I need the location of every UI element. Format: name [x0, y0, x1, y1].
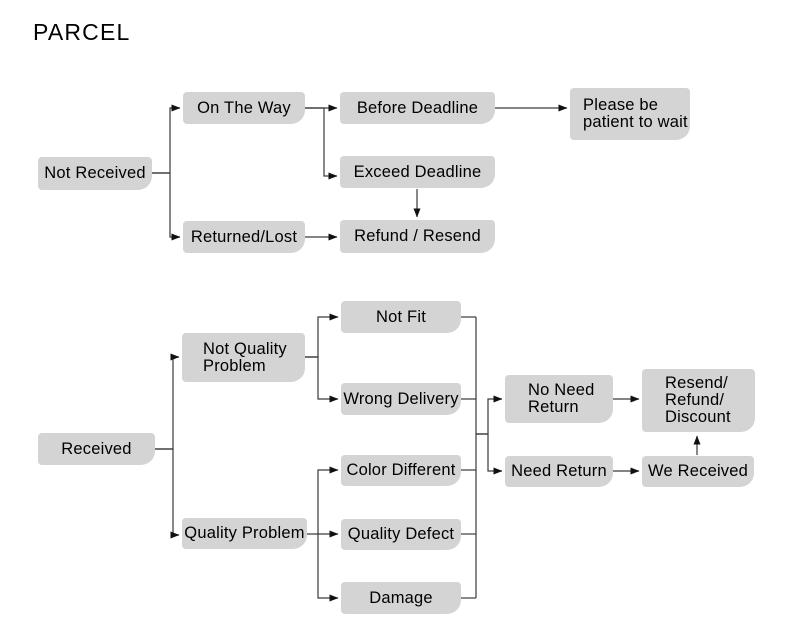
edge-qp-colordifferent — [317, 466, 339, 534]
edge-collector-noneedreturn — [476, 395, 503, 435]
node-not-fit: Not Fit — [341, 301, 461, 333]
node-before-deadline: Before Deadline — [340, 92, 495, 124]
edge-notreceived-returnedlost — [152, 172, 181, 241]
page-title: PARCEL — [33, 19, 131, 45]
node-quality-problem: Quality Problem — [182, 518, 307, 549]
node-returned-lost: Returned/Lost — [183, 221, 305, 253]
node-resend-refund-discount: Resend/ Refund/ Discount — [642, 369, 755, 432]
edge-collector-needreturn — [476, 433, 503, 475]
node-need-return: Need Return — [505, 456, 613, 487]
edge-received-qualityproblem — [155, 448, 180, 539]
edge-ontheway-exceeddeadline — [305, 107, 338, 180]
node-received: Received — [38, 433, 155, 465]
node-we-received: We Received — [642, 456, 754, 487]
node-on-the-way: On The Way — [183, 92, 305, 124]
node-not-received: Not Received — [38, 157, 152, 190]
node-no-need-return: No Need Return — [505, 375, 613, 423]
node-refund-resend: Refund / Resend — [340, 220, 495, 253]
node-quality-defect: Quality Defect — [341, 519, 461, 550]
node-exceed-deadline: Exceed Deadline — [340, 156, 495, 188]
edge-received-notqualityproblem — [155, 353, 180, 450]
node-wrong-delivery: Wrong Delivery — [341, 383, 461, 415]
node-not-quality-problem: Not Quality Problem — [182, 333, 305, 382]
node-please-be-patient: Please be patient to wait — [570, 88, 690, 140]
edge-qp-damage — [317, 534, 339, 602]
node-damage: Damage — [341, 582, 461, 614]
node-color-different: Color Different — [341, 455, 461, 486]
edge-nqp-notfit — [305, 313, 339, 358]
edge-nqp-wrongdelivery — [305, 356, 339, 403]
edge-notreceived-ontheway — [152, 104, 181, 174]
